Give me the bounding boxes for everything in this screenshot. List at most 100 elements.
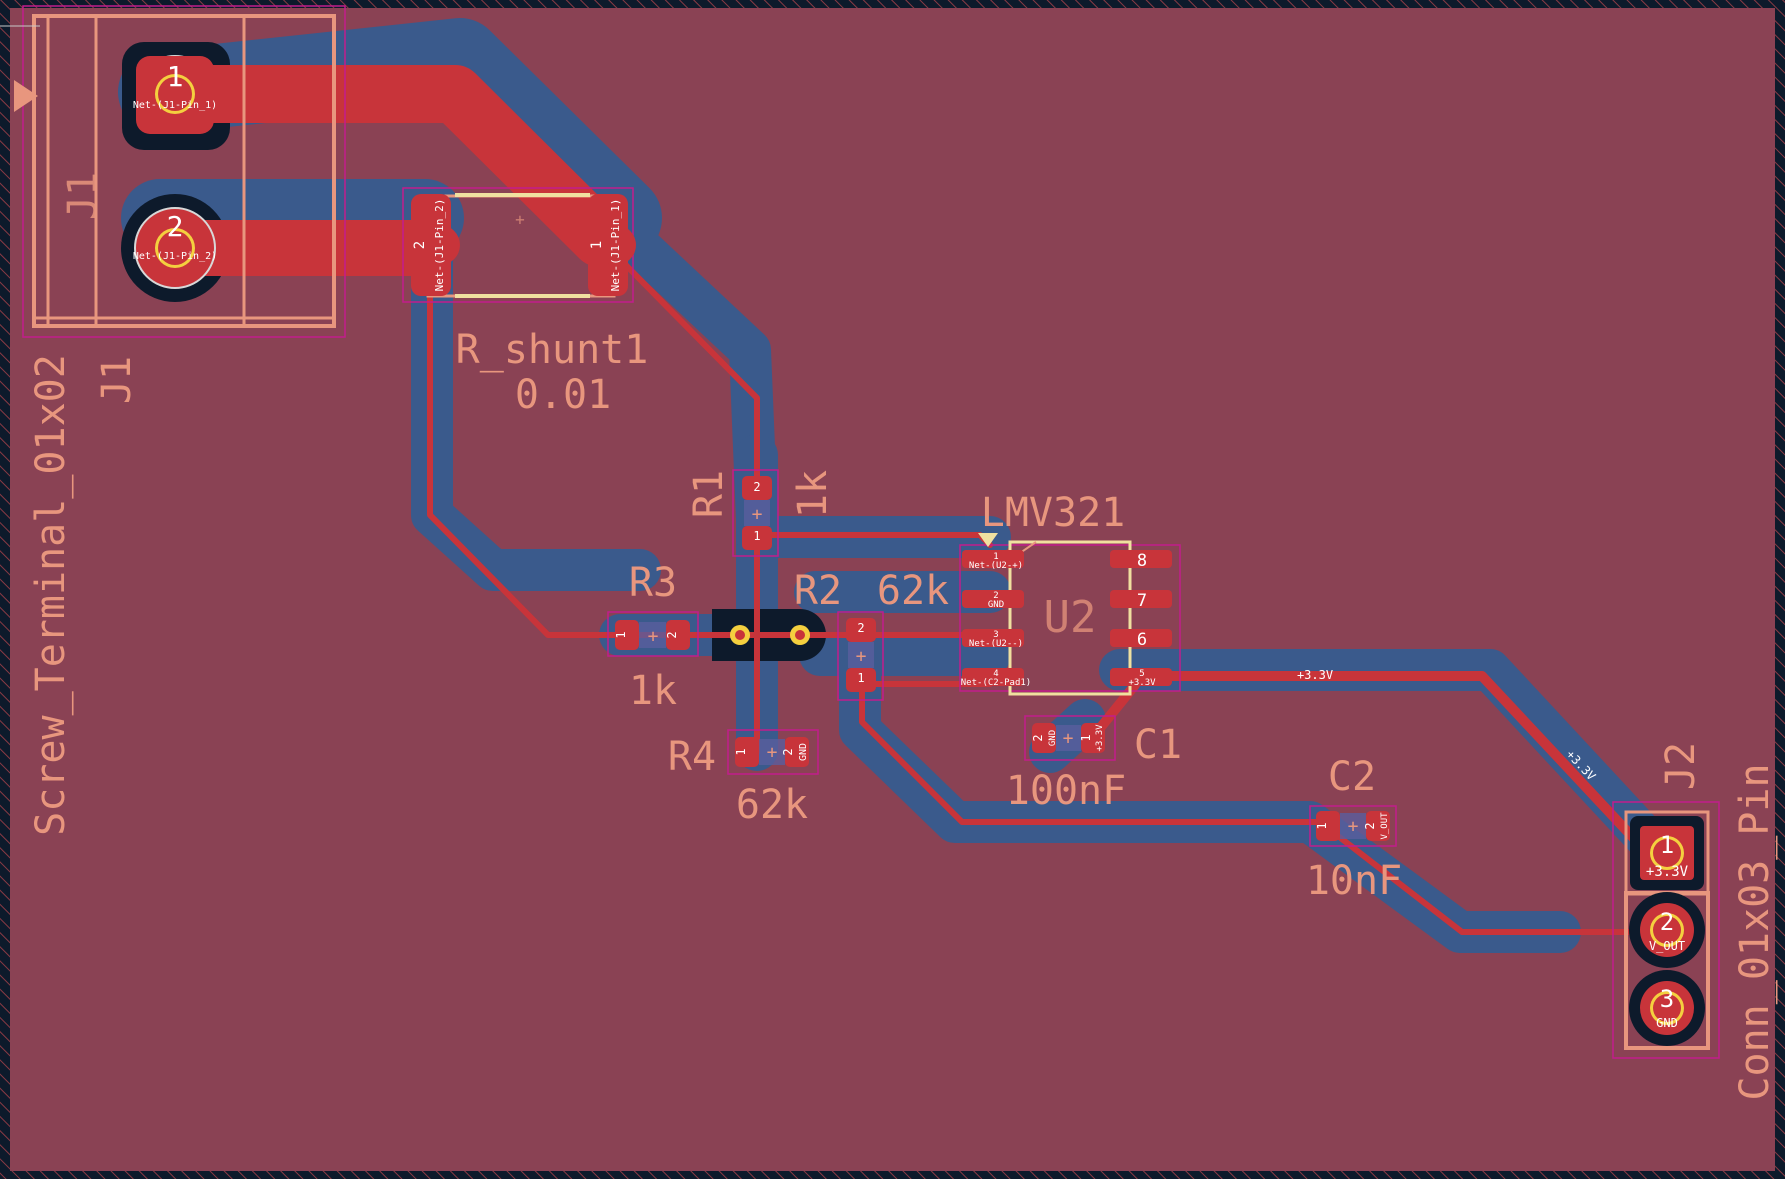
- u2-pad3-net: Net-(U2--): [969, 639, 1023, 649]
- j1-ref-inner: J1: [60, 172, 106, 220]
- footprint-r2[interactable]: 2 1 + R2 62k: [794, 568, 949, 701]
- r3-ref: R3: [629, 560, 677, 606]
- r3-pad2: [666, 620, 690, 650]
- j2-pad2-net: V_OUT: [1649, 939, 1685, 953]
- u2-pad3: [962, 629, 1024, 647]
- track-net-j1-pin1: [141, 65, 629, 267]
- j1-silk-body: [32, 14, 336, 328]
- footprint-u2[interactable]: 1 Net-(U2-+) 2 GND 3 Net-(U2--) 4 Net-(C…: [959, 490, 1181, 696]
- u2-pad5-net: +3.3V: [1128, 678, 1156, 688]
- j2-pad3-net: GND: [1656, 1016, 1678, 1030]
- footprint-c2[interactable]: 1 2 V_OUT + C2 10nF: [1306, 754, 1402, 904]
- svg-text:+: +: [767, 742, 778, 763]
- svg-text:1: 1: [857, 671, 864, 685]
- r1-value: 1k: [790, 470, 836, 518]
- u2-pad1-net: Net-(U2-+): [969, 561, 1023, 571]
- r1-pad1: [742, 526, 772, 550]
- c2-pad2-net: V_OUT: [1380, 812, 1390, 840]
- j2-pad2-num: 2: [1660, 908, 1674, 936]
- footprint-j1[interactable]: 1 Net-(J1-Pin_1) 2 Net-(J1-Pin_2) J1 J1 …: [14, 5, 346, 836]
- u2-pad7: [1110, 590, 1172, 608]
- r-shunt1-pad2-net: Net-(J1-Pin_2): [433, 199, 446, 292]
- u2-pad6-num: 6: [1137, 630, 1147, 650]
- svg-text:1: 1: [753, 529, 760, 543]
- j1-pad2-net: Net-(J1-Pin_2): [133, 251, 217, 262]
- u2-pad4-num: 4: [993, 669, 998, 679]
- track-u2-c2: [859, 687, 1663, 935]
- j1-ref: J1: [94, 356, 140, 404]
- r4-pad2-net: GND: [798, 743, 809, 761]
- footprint-r4[interactable]: 1 2 GND + R4 62k: [668, 729, 819, 828]
- r4-pad1: [735, 737, 759, 767]
- footprint-c1[interactable]: 2 GND 1 +3.3V + C1 100nF: [1006, 715, 1182, 814]
- c1-pad2-net: GND: [1048, 730, 1058, 746]
- u2-pad5-num: 5: [1139, 669, 1144, 679]
- svg-text:2: 2: [753, 480, 760, 494]
- c1-pad1-num: 1: [1079, 734, 1093, 741]
- r2-value: 62k: [877, 568, 949, 614]
- vias: [730, 625, 810, 645]
- r4-value: 62k: [736, 782, 808, 828]
- r1-pad2: [742, 476, 772, 500]
- u2-pad2: [962, 590, 1024, 608]
- r-shunt1-value: 0.01: [515, 372, 611, 418]
- footprint-r-shunt1[interactable]: 2 Net-(J1-Pin_2) 1 Net-(J1-Pin_1) + R_sh…: [402, 187, 648, 418]
- c1-value: 100nF: [1006, 768, 1126, 814]
- j1-courtyard: [22, 5, 346, 338]
- r4-pad2: [785, 737, 809, 767]
- c1-pad1-net: +3.3V: [1095, 724, 1105, 752]
- c1-pad2: [1032, 723, 1056, 753]
- j1-pad1-num: 1: [167, 60, 184, 93]
- svg-text:+: +: [515, 210, 525, 229]
- u2-pad6: [1110, 629, 1172, 647]
- footprint-j2[interactable]: 1 +3.3V 2 V_OUT 3 GND J2 Conn_01x03_Pin: [1612, 742, 1778, 1101]
- track-supply: [1137, 671, 1645, 850]
- svg-text:1: 1: [614, 631, 628, 638]
- u2-pad4: [962, 668, 1024, 686]
- track-r-shunt-r3: [427, 232, 643, 638]
- r2-pad1: [846, 668, 876, 692]
- j1-value: Screw_Terminal_01x02: [28, 354, 74, 836]
- u2-pad7-num: 7: [1137, 591, 1147, 611]
- u2-pad8-num: 8: [1137, 551, 1147, 571]
- u2-pad1-num: 1: [993, 552, 998, 562]
- track-label-supply: +3.3V: [1297, 668, 1333, 682]
- j2-ref: J2: [1658, 742, 1704, 790]
- j1-pad2-num: 2: [167, 210, 184, 243]
- svg-text:+: +: [648, 626, 659, 647]
- c2-ref: C2: [1328, 754, 1376, 800]
- r-shunt1-pad2-num: 2: [412, 241, 428, 249]
- c2-pad1: [1316, 811, 1340, 841]
- j2-value: Conn_01x03_Pin: [1732, 763, 1778, 1100]
- svg-text:2: 2: [665, 631, 679, 638]
- svg-text:+: +: [856, 646, 867, 667]
- u2-pad4-net: Net-(C2-Pad1): [961, 678, 1031, 688]
- r3-value: 1k: [629, 668, 677, 714]
- r2-ref: R2: [794, 568, 842, 614]
- svg-text:+: +: [752, 504, 763, 525]
- svg-text:1: 1: [734, 748, 748, 755]
- c2-pad1-num: 1: [1315, 822, 1329, 829]
- c2-value: 10nF: [1306, 858, 1402, 904]
- r2-pad2: [846, 618, 876, 642]
- r4-ref: R4: [668, 734, 716, 780]
- r3-pad1: [615, 620, 639, 650]
- pin1-marker-icon: [978, 533, 998, 547]
- j1-pad1-net: Net-(J1-Pin_1): [133, 100, 217, 111]
- svg-text:2: 2: [781, 748, 795, 755]
- j2-pad1-num: 1: [1660, 831, 1674, 859]
- track-r-shunt-r1: [603, 242, 760, 489]
- u2-pad3-num: 3: [993, 630, 998, 640]
- u2-pad1: [962, 550, 1024, 568]
- c1-ref: C1: [1134, 722, 1182, 768]
- footprint-r3[interactable]: 1 2 + R3 1k: [607, 560, 699, 714]
- svg-text:+: +: [1348, 816, 1359, 837]
- u2-pad8: [1110, 550, 1172, 568]
- c1-pad2-num: 2: [1031, 734, 1045, 741]
- svg-text:2: 2: [857, 621, 864, 635]
- j2-pad1-net: +3.3V: [1646, 864, 1689, 880]
- u2-pad2-net: GND: [988, 600, 1004, 610]
- r-shunt1-pad1-net: Net-(J1-Pin_1): [609, 199, 622, 292]
- footprint-r1[interactable]: 2 1 + R1 1k: [686, 469, 836, 557]
